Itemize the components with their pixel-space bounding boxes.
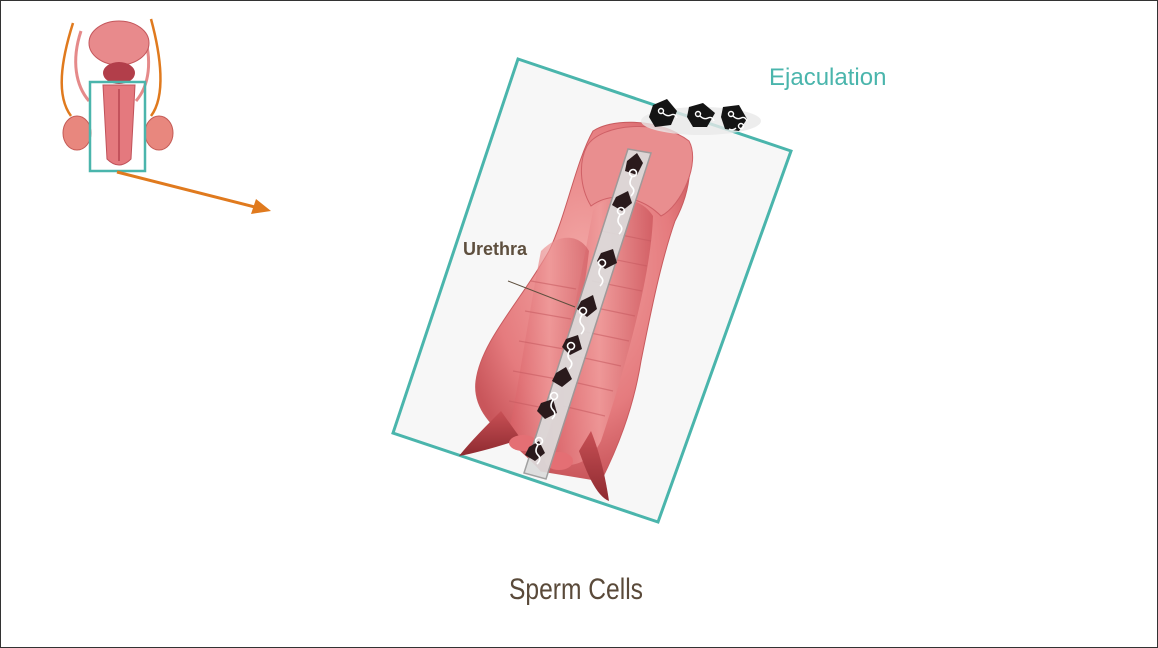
urethra-label: Urethra — [463, 239, 527, 260]
arrow-right-icon — [117, 172, 271, 214]
male-reproductive-system-thumbnail — [62, 19, 173, 171]
ejaculated-sperm-cluster — [641, 99, 761, 135]
slide-caption: Sperm Cells — [509, 573, 643, 607]
ejaculation-label: Ejaculation — [769, 64, 886, 92]
